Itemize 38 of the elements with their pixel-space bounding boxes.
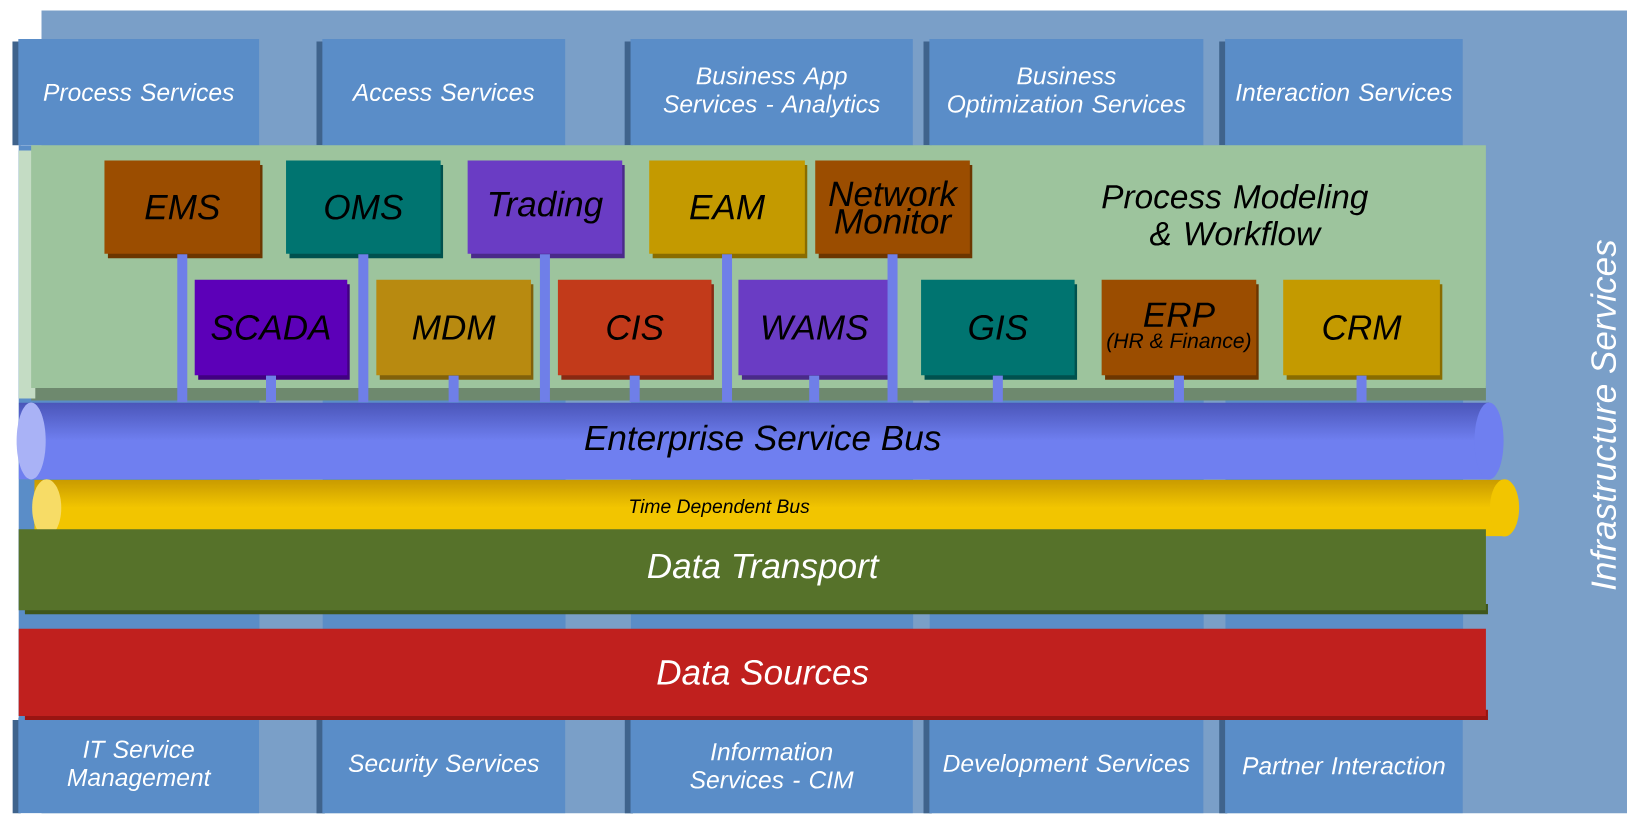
application-box: Network Monitor [815,160,973,259]
application-box: Trading [467,160,625,259]
connector-pipe [887,254,898,403]
service-tile: Security Services [316,718,566,814]
service-tile: Information Services - CIM [624,718,913,814]
connector-pipe [1356,375,1367,403]
connector-pipe [629,375,640,403]
application-box: MDM [376,280,534,380]
connector-pipe [722,254,733,403]
connector-pipe [992,375,1003,403]
connector-pipe [266,375,276,403]
application-box: EMS [104,160,263,259]
connector-pipe [539,254,550,403]
application-box: EAM [649,160,808,259]
service-tile: Development Services [923,718,1204,814]
node-label: Time Dependent Bus [630,499,810,518]
connector-pipe [1173,375,1184,403]
service-tile: IT Service Management [12,718,260,814]
node-label: Enterprise Service Bus [585,424,941,458]
service-tile: Partner Interaction [1219,718,1463,814]
application-box: GIS [921,280,1078,380]
application-box: CIS [557,280,714,380]
application-box: WAMS [738,280,893,380]
application-box: SCADA [194,280,350,380]
connector-pipe [177,254,188,403]
service-tile: Interaction Services [1219,39,1463,146]
service-tile: Business App Services - Analytics [624,39,913,146]
application-box: OMS [286,160,444,259]
service-tile: Process Services [12,39,260,146]
connector-pipe [809,375,820,403]
layer-band: Data Transport [18,529,1488,615]
application-box: ERP (HR & Finance) [1101,280,1259,380]
application-box: CRM [1283,280,1443,380]
connector-pipe [358,254,369,403]
connector-pipe [448,375,459,403]
service-tile: Access Services [316,39,566,146]
layer-band: Data Sources [18,629,1488,721]
service-tile: Business Optimization Services [923,39,1204,146]
